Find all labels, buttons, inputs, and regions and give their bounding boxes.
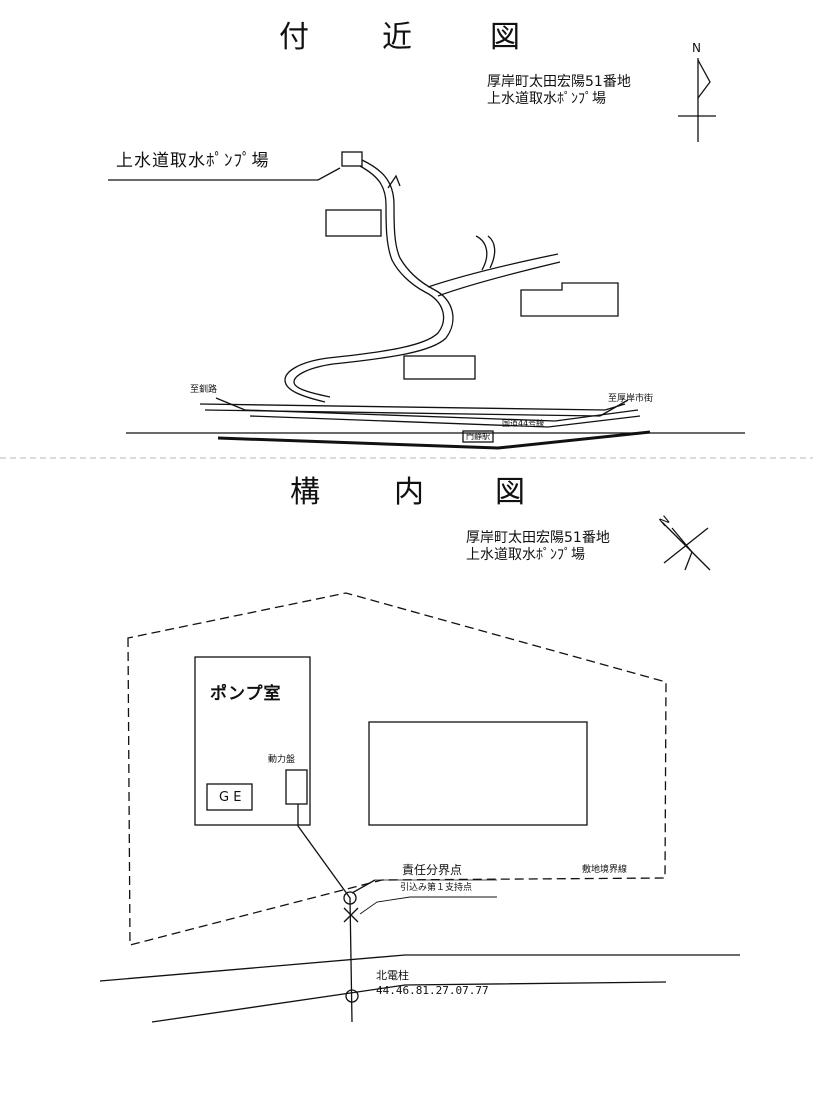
- north-arrow-icon: [661, 521, 711, 571]
- site-boundary: [127, 592, 667, 946]
- national-route-44: [199, 397, 641, 428]
- service-drop-line: [297, 804, 353, 1023]
- vicinity-title-char-1: 付: [279, 20, 309, 55]
- pole-number: 44.46.81.27.07.77: [376, 984, 489, 997]
- power-panel-box: [285, 769, 308, 805]
- bottom-road-line-upper: [99, 954, 740, 982]
- north-arrow-icon: [678, 58, 716, 142]
- bottom-road-line: [151, 981, 667, 1023]
- site-boundary-label: 敷地境界線: [582, 865, 628, 875]
- large-building: [368, 721, 588, 826]
- north-label: N: [692, 41, 701, 55]
- vicinity-title-char-2: 近: [382, 20, 412, 55]
- ge-label: G E: [219, 790, 242, 805]
- building-2: [520, 282, 619, 317]
- power-panel-label: 動力盤: [268, 755, 296, 765]
- station-box: [462, 430, 494, 443]
- utility-pole-marker: [345, 989, 359, 1003]
- pump-station-box: [341, 151, 363, 167]
- ge-box: [206, 783, 253, 811]
- route-label: 国道44号線: [502, 419, 545, 428]
- first-support-label: 引込み第１支持点: [400, 883, 473, 893]
- railway-thick: [217, 430, 651, 450]
- station-label: 門静駅: [466, 432, 490, 441]
- site-title-char-2: 内: [394, 475, 424, 510]
- left-destination-label: 至釧路: [190, 385, 218, 395]
- building-1: [325, 209, 382, 237]
- access-road: [284, 159, 561, 403]
- site-address-line-1: 厚岸町太田宏陽51番地: [466, 530, 610, 546]
- facility-leader-line: [108, 167, 341, 181]
- pump-room: [194, 656, 311, 826]
- site-title-char-1: 構: [290, 475, 320, 510]
- site-address-line-2: 上水道取水ﾎﾟﾝﾌﾟ場: [466, 547, 585, 563]
- vicinity-address-line-1: 厚岸町太田宏陽51番地: [487, 74, 631, 90]
- building-3: [403, 355, 476, 380]
- vicinity-title-char-3: 図: [490, 20, 520, 55]
- responsibility-point-label: 責任分界点: [402, 863, 463, 877]
- pole-label: 北電柱: [376, 969, 409, 982]
- vicinity-address-line-2: 上水道取水ﾎﾟﾝﾌﾟ場: [487, 91, 606, 107]
- site-title-char-3: 図: [495, 475, 525, 510]
- facility-label: 上水道取水ﾎﾟﾝﾌﾟ場: [116, 151, 270, 171]
- right-destination-label: 至厚岸市街: [608, 394, 654, 404]
- pump-room-label: ポンプ室: [210, 684, 282, 704]
- support-point-marker: [343, 891, 357, 905]
